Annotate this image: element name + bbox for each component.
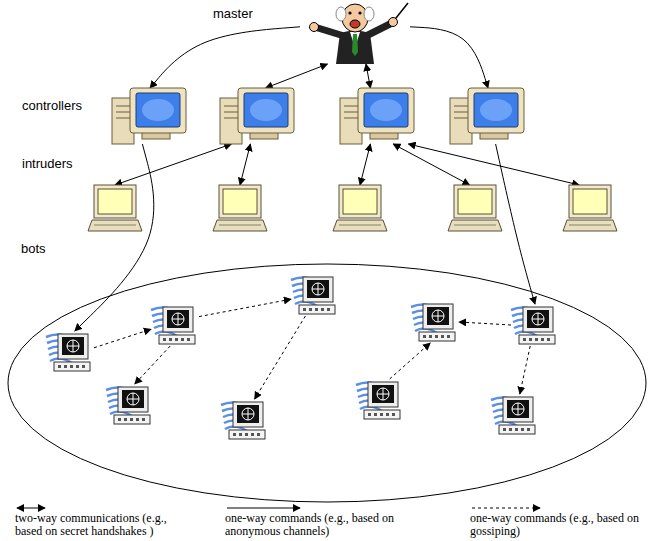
gossip-arrow	[255, 316, 306, 399]
intruder-node	[213, 185, 267, 231]
command-arrow	[366, 64, 370, 88]
row-label: controllers	[22, 98, 82, 113]
gossip-arrow	[135, 346, 170, 384]
gossip-arrow	[199, 299, 291, 316]
gossip-arrow	[520, 346, 530, 394]
bot-node	[356, 379, 404, 421]
row-label: intruders	[22, 156, 73, 171]
legend-item: one-way commands (e.g., based on gossipi…	[470, 504, 640, 537]
bot-icon	[411, 301, 459, 343]
command-arrow	[75, 144, 154, 331]
controller-node	[112, 88, 188, 144]
legend-text: one-way commands (e.g., based on anonymo…	[225, 512, 415, 537]
intruder-node	[448, 185, 502, 231]
bot-node	[411, 301, 459, 343]
command-arrow	[360, 144, 370, 185]
legend-item: two-way communications (e.g., based on s…	[15, 504, 187, 537]
controller-icon	[220, 88, 296, 144]
intruder-node	[88, 185, 142, 231]
bot-node	[106, 384, 154, 426]
legend-item: one-way commands (e.g., based on anonymo…	[225, 504, 415, 537]
master-node: master	[300, 2, 410, 64]
bot-icon	[491, 394, 539, 436]
controller-node	[340, 88, 416, 144]
command-arrow	[266, 64, 328, 88]
bot-node	[291, 274, 339, 316]
controller-icon	[450, 88, 526, 144]
bot-icon	[46, 331, 94, 373]
bot-icon	[106, 384, 154, 426]
bot-icon	[356, 379, 404, 421]
gossip-arrow	[459, 322, 511, 325]
bot-node	[221, 399, 269, 441]
bot-node	[491, 394, 539, 436]
intruder-icon	[213, 185, 267, 231]
legend-text: one-way commands (e.g., based on gossipi…	[470, 512, 640, 537]
bot-icon	[511, 304, 559, 346]
command-arrow	[410, 27, 488, 88]
bot-node	[46, 331, 94, 373]
gossip-arrow	[94, 329, 151, 348]
legend-sample	[225, 504, 304, 512]
bot-node	[511, 304, 559, 346]
bot-node	[151, 304, 199, 346]
command-arrow	[150, 27, 300, 88]
intruder-icon	[563, 185, 617, 231]
controller-node	[220, 88, 296, 144]
command-arrow	[240, 144, 250, 185]
bot-icon	[221, 399, 269, 441]
command-arrow	[115, 144, 231, 185]
intruder-icon	[333, 185, 387, 231]
group-label: bots	[21, 241, 46, 256]
intruder-icon	[448, 185, 502, 231]
command-arrow	[496, 144, 535, 304]
command-arrow	[393, 144, 469, 185]
gossip-arrow	[390, 343, 431, 379]
legend-text: two-way communications (e.g., based on s…	[15, 512, 187, 537]
intruder-node	[563, 185, 617, 231]
bot-icon	[151, 304, 199, 346]
controller-node	[450, 88, 526, 144]
legend-sample	[470, 504, 544, 512]
bot-icon	[291, 274, 339, 316]
controller-icon	[340, 88, 416, 144]
controller-icon	[112, 88, 188, 144]
intruder-icon	[88, 185, 142, 231]
legend-sample	[15, 504, 49, 512]
command-arrow	[408, 144, 579, 185]
bot-region: bots	[7, 263, 647, 503]
intruder-node	[333, 185, 387, 231]
group-label: master	[213, 6, 253, 21]
master-icon	[300, 2, 410, 64]
